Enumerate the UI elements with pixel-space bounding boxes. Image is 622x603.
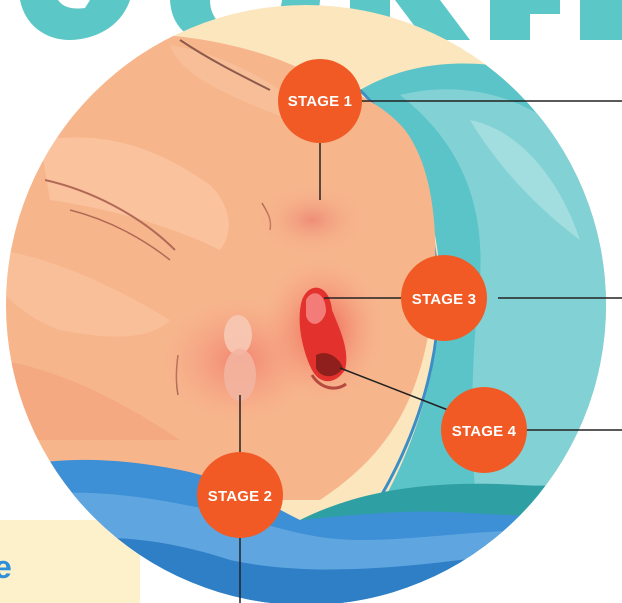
label-box-letter: e <box>0 549 12 585</box>
stage-1-label: STAGE 1 <box>288 93 352 110</box>
stage-badge-3: STAGE 3 <box>401 255 487 341</box>
stage-2-label: STAGE 2 <box>208 488 272 505</box>
stage-3-label: STAGE 3 <box>412 291 476 308</box>
stage-badge-4: STAGE 4 <box>441 387 527 473</box>
stage-badge-2: STAGE 2 <box>197 452 283 538</box>
stage-4-label: STAGE 4 <box>452 423 517 440</box>
stage-badge-1: STAGE 1 <box>278 59 362 143</box>
